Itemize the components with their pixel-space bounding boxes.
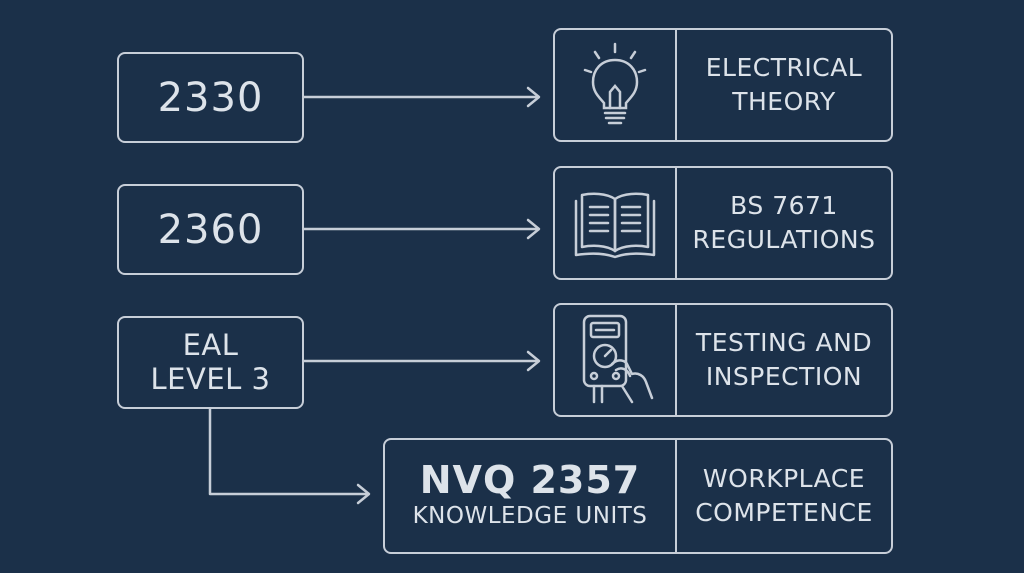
multimeter-icon [555, 305, 677, 415]
nvq-knowledge-section: NVQ 2357 KNOWLEDGE UNITS [385, 440, 677, 552]
unit-2330-box: 2330 [117, 52, 304, 143]
unit-2360-box: 2360 [117, 184, 304, 275]
regulations-text: BS 7671 REGULATIONS [677, 168, 891, 278]
arrow-2360-to-regulations [302, 218, 541, 240]
nvq-subtitle: KNOWLEDGE UNITS [412, 502, 648, 529]
bs7671-label: BS 7671 [730, 191, 838, 221]
regulations-label: REGULATIONS [692, 225, 876, 254]
level-3-label: LEVEL 3 [150, 361, 271, 396]
open-book-icon [555, 168, 677, 278]
arrow-eal-to-nvq [208, 407, 371, 505]
electrical-label: ELECTRICAL [705, 53, 863, 83]
electrical-theory-text: ELECTRICAL THEORY [677, 30, 891, 140]
electrical-theory-card: ELECTRICAL THEORY [553, 28, 893, 142]
testing-inspection-card: TESTING AND INSPECTION [553, 303, 893, 417]
bs7671-regulations-card: BS 7671 REGULATIONS [553, 166, 893, 280]
competence-label: COMPETENCE [695, 498, 873, 527]
inspection-label: INSPECTION [705, 362, 863, 391]
eal-label: EAL [182, 328, 239, 363]
eal-level-3-box: EAL LEVEL 3 [117, 316, 304, 409]
arrow-2330-to-theory [302, 86, 541, 108]
lightbulb-icon [555, 30, 677, 140]
workplace-competence-text: WORKPLACE COMPETENCE [677, 440, 891, 552]
testing-inspection-text: TESTING AND INSPECTION [677, 305, 891, 415]
arrow-eal-to-testing [302, 350, 541, 372]
workplace-label: WORKPLACE [702, 464, 866, 494]
testing-and-label: TESTING AND [695, 328, 873, 358]
nvq-2357-card: NVQ 2357 KNOWLEDGE UNITS WORKPLACE COMPE… [383, 438, 893, 554]
theory-label: THEORY [732, 87, 836, 116]
nvq-title: NVQ 2357 [419, 458, 641, 503]
unit-2360-label: 2360 [157, 206, 264, 253]
unit-2330-label: 2330 [157, 74, 264, 121]
